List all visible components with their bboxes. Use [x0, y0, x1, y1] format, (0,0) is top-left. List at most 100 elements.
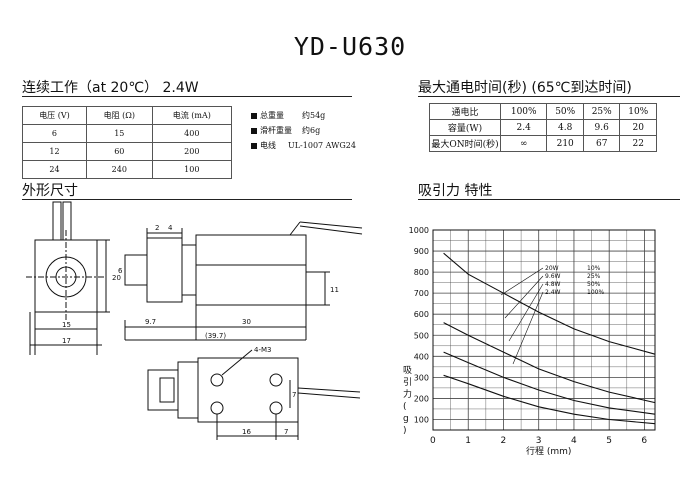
continuous-heading: 连续工作（at 20℃） 2.4W: [22, 80, 199, 96]
x-tick-label: 2: [500, 436, 506, 446]
y-tick-label: 500: [414, 331, 429, 340]
legend-label: 9.6W: [545, 273, 561, 280]
spec-value: 约6g: [302, 126, 321, 135]
y-axis-label: (: [403, 402, 407, 412]
y-tick-label: 800: [414, 268, 429, 277]
cell: 22: [619, 135, 657, 152]
y-tick-label: 300: [414, 373, 429, 382]
spec-wire: 电线 UL-1007 AWG24: [251, 138, 356, 153]
spec-plunger: 滑杆重量 约6g: [251, 123, 356, 138]
dim-15: 15: [62, 321, 71, 329]
cell: ∞: [499, 135, 548, 152]
wire-right: [62, 201, 72, 241]
dim-9-7: 9.7: [145, 318, 156, 326]
cell: 24: [22, 160, 87, 179]
cell: 10%: [619, 103, 657, 120]
cell: 400: [151, 124, 233, 143]
x-tick-label: 1: [465, 436, 471, 446]
cell: 67: [582, 135, 621, 152]
y-tick-label: 400: [414, 352, 429, 361]
dim-17: 17: [62, 337, 71, 345]
x-axis-label: 行程 (mm): [526, 445, 571, 457]
dim-2: 2: [155, 224, 159, 232]
cell: 25%: [582, 103, 621, 120]
y-axis-label: ): [403, 426, 407, 436]
cell: 100%: [499, 103, 548, 120]
cell: 100: [151, 160, 233, 179]
y-tick-label: 1000: [409, 226, 429, 235]
series-line: [443, 351, 656, 415]
bullet-icon: [251, 113, 257, 119]
legend-label: 10%: [587, 265, 601, 272]
dim-4-m3: 4-M3: [254, 346, 271, 354]
plot-frame: [432, 229, 656, 431]
x-tick-label: 6: [641, 436, 647, 446]
spec-label: 电线: [260, 141, 276, 150]
dim-7: 7: [284, 428, 288, 436]
cell: 12: [22, 142, 87, 161]
y-tick-label: 700: [414, 289, 429, 298]
y-axis-label: 吸: [403, 365, 412, 376]
y-axis-label: g: [403, 414, 409, 424]
series-line: [443, 322, 656, 404]
cell: 4.8: [546, 119, 584, 136]
dim-16: 16: [242, 428, 251, 436]
chart-rule: [418, 199, 680, 200]
legend-label: 50%: [587, 281, 601, 288]
y-tick-label: 600: [414, 310, 429, 319]
series-line: [443, 374, 656, 425]
spec-value: UL-1007 AWG24: [288, 141, 356, 150]
table-row: 通电比 100% 50% 25% 10%: [429, 103, 657, 120]
dim-4: 4: [168, 224, 173, 232]
legend-label: 100%: [587, 289, 604, 296]
cell: 通电比: [429, 103, 501, 120]
legend-label: 25%: [587, 273, 601, 280]
cell: 20: [619, 119, 657, 136]
legend-label: 2.4W: [545, 289, 561, 296]
dim-20: 20: [112, 274, 121, 282]
cell: 6: [22, 124, 87, 143]
cell: 9.6: [582, 119, 621, 136]
legend-leader: [508, 283, 544, 342]
cell: 最大ON时间(秒): [429, 135, 501, 152]
page-title: YD-U630: [293, 32, 407, 61]
bullet-icon: [251, 128, 257, 134]
legend-leader: [500, 267, 544, 296]
resistance-header: 电阻 (Ω): [85, 106, 153, 125]
x-tick-label: 3: [536, 436, 542, 446]
cell: 15: [85, 124, 153, 143]
legend-label: 20W: [545, 265, 559, 272]
voltage-table: 电压 (V) 电阻 (Ω) 电流 (mA) 6 15 400 12 60 200…: [22, 106, 233, 179]
legend-leader: [512, 291, 544, 365]
cell: 50%: [546, 103, 584, 120]
cell: 容量(W): [429, 119, 501, 136]
dim-30: 30: [242, 318, 251, 326]
table-row: 12 60 200: [22, 142, 233, 161]
bullet-icon: [251, 143, 257, 149]
drawing-rule: [22, 199, 352, 200]
dim-39-7: (39.7): [205, 332, 226, 340]
spec-label: 滑杆重量: [260, 126, 292, 135]
legend-leader: [504, 275, 544, 319]
series-line: [443, 252, 656, 355]
y-tick-label: 200: [414, 394, 429, 403]
y-tick-label: 100: [414, 415, 429, 424]
wire-left: [52, 201, 62, 241]
x-tick-label: 0: [430, 436, 436, 446]
spec-value: 约54g: [302, 111, 326, 120]
voltage-header: 电压 (V): [22, 106, 87, 125]
table-row: 容量(W) 2.4 4.8 9.6 20: [429, 119, 657, 136]
y-tick-label: 900: [414, 247, 429, 256]
legend-label: 4.8W: [545, 281, 561, 288]
spec-weight: 总重量 约54g: [251, 108, 356, 123]
right-rule: [418, 96, 680, 97]
duty-table: 通电比 100% 50% 25% 10% 容量(W) 2.4 4.8 9.6 2…: [429, 103, 657, 152]
cell: 200: [151, 142, 233, 161]
dim-7-vertical: 7: [292, 391, 296, 399]
spec-label: 总重量: [260, 111, 284, 120]
cell: 240: [85, 160, 153, 179]
y-axis-label: 力: [403, 388, 412, 400]
cell: 60: [85, 142, 153, 161]
left-rule: [22, 96, 352, 97]
